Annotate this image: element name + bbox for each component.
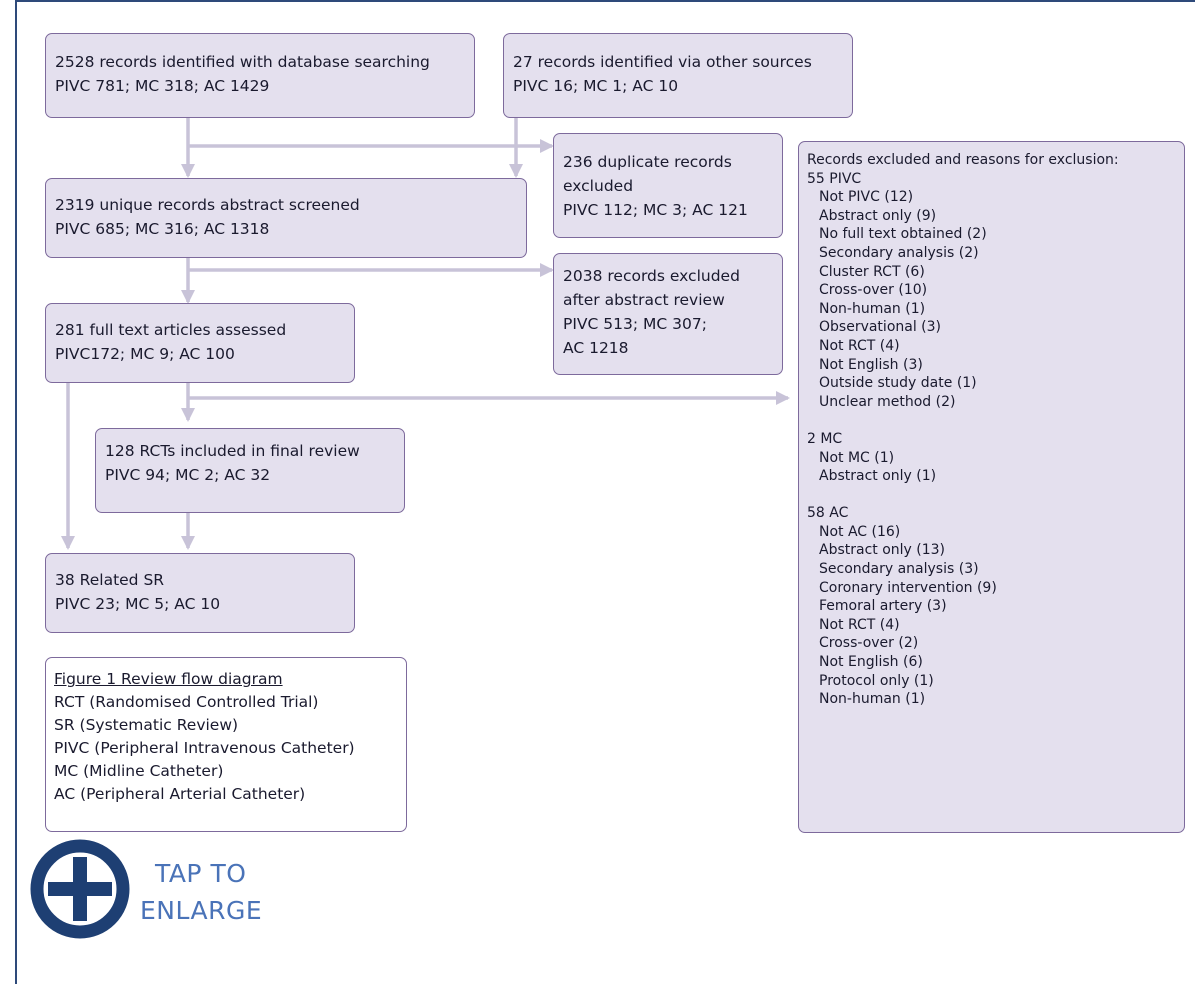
exclusion-item: Protocol only (1) [819,672,934,689]
exclusion-item: Not PIVC (12) [819,189,914,206]
legend-entry: RCT (Randomised Controlled Trial) [54,693,319,711]
legend-entry: PIVC (Peripheral Intravenous Catheter) [54,739,355,757]
box-breakdown: PIVC 781; MC 318; AC 1429 [55,77,270,95]
legend-entry: MC (Midline Catheter) [54,762,224,780]
exclusion-item: Not RCT (4) [819,337,900,354]
exclusion-item: Abstract only (1) [819,468,937,485]
records-screened-box: 2319 unique records abstract screened PI… [45,178,527,258]
exclusion-item: Femoral artery (3) [819,598,947,615]
enlarge-label: TAP TO ENLARGE [140,855,262,929]
exclusion-item: Cross-over (10) [819,282,928,299]
figure-legend-box: Figure 1 Review flow diagram RCT (Random… [45,657,407,832]
exclusion-item: Secondary analysis (2) [819,244,979,261]
exclusion-item: Coronary intervention (9) [819,579,997,596]
group-heading: 58 AC [807,505,849,522]
exclusion-reasons-box: Records excluded and reasons for exclusi… [798,141,1185,833]
exclusion-group-ac: 58 AC Not AC (16) Abstract only (13) Sec… [807,504,1176,709]
abstract-excluded-box: 2038 records excluded after abstract rev… [553,253,783,375]
exclusion-item: Observational (3) [819,319,942,336]
exclusion-item: No full text obtained (2) [819,226,987,243]
group-heading: 2 MC [807,430,843,447]
box-title-cont: excluded [563,177,634,195]
box-title-cont: after abstract review [563,291,725,309]
exclusion-item: Not English (3) [819,356,923,373]
legend-entry: AC (Peripheral Arterial Catheter) [54,785,306,803]
box-title: 2038 records excluded [563,267,740,285]
box-breakdown: PIVC 23; MC 5; AC 10 [55,595,221,613]
box-title: 281 full text articles assessed [55,321,287,339]
exclusion-item: Not English (6) [819,654,923,671]
exclusion-item: Not RCT (4) [819,616,900,633]
exclusion-item: Not MC (1) [819,449,895,466]
tap-to-enlarge-button[interactable]: TAP TO ENLARGE [30,837,350,957]
exclusion-item: Cluster RCT (6) [819,263,925,280]
exclusion-title: Records excluded and reasons for exclusi… [807,152,1119,168]
exclusion-item: Not AC (16) [819,523,901,540]
enlarge-label-line1: TAP TO [155,859,247,888]
figure-caption: Figure 1 Review flow diagram [54,670,283,688]
exclusion-item: Secondary analysis (3) [819,561,979,578]
enlarge-label-line2: ENLARGE [140,896,263,925]
records-identified-other-box: 27 records identified via other sources … [503,33,853,118]
related-sr-box: 38 Related SR PIVC 23; MC 5; AC 10 [45,553,355,633]
plus-circle-icon [30,839,130,939]
box-title: 2319 unique records abstract screened [55,196,360,214]
box-title: 2528 records identified with database se… [55,53,430,71]
box-breakdown: PIVC 112; MC 3; AC 121 [563,201,748,219]
exclusion-item: Outside study date (1) [819,375,977,392]
exclusion-item: Unclear method (2) [819,393,956,410]
group-spacer [807,486,1176,505]
legend-entry: SR (Systematic Review) [54,716,239,734]
box-breakdown: PIVC 513; MC 307; [563,315,707,333]
box-title: 38 Related SR [55,571,165,589]
exclusion-item: Non-human (1) [819,300,926,317]
records-identified-database-box: 2528 records identified with database se… [45,33,475,118]
duplicate-records-box: 236 duplicate records excluded PIVC 112;… [553,133,783,238]
exclusion-item: Non-human (1) [819,691,926,708]
exclusion-item: Abstract only (13) [819,542,946,559]
group-spacer [807,411,1176,430]
figure-frame [15,0,1195,984]
exclusion-group-pivc: 55 PIVC Not PIVC (12) Abstract only (9) … [807,170,1176,412]
group-heading: 55 PIVC [807,170,862,187]
exclusion-item: Cross-over (2) [819,635,919,652]
rcts-included-box: 128 RCTs included in final review PIVC 9… [95,428,405,513]
full-text-assessed-box: 281 full text articles assessed PIVC172;… [45,303,355,383]
box-breakdown: PIVC 94; MC 2; AC 32 [105,466,271,484]
box-breakdown-cont: AC 1218 [563,339,629,357]
box-breakdown: PIVC 685; MC 316; AC 1318 [55,220,270,238]
box-title: 27 records identified via other sources [513,53,812,71]
box-title: 128 RCTs included in final review [105,442,360,460]
exclusion-item: Abstract only (9) [819,207,937,224]
exclusion-group-mc: 2 MC Not MC (1) Abstract only (1) [807,430,1176,486]
box-title: 236 duplicate records [563,153,732,171]
box-breakdown: PIVC 16; MC 1; AC 10 [513,77,679,95]
box-breakdown: PIVC172; MC 9; AC 100 [55,345,235,363]
